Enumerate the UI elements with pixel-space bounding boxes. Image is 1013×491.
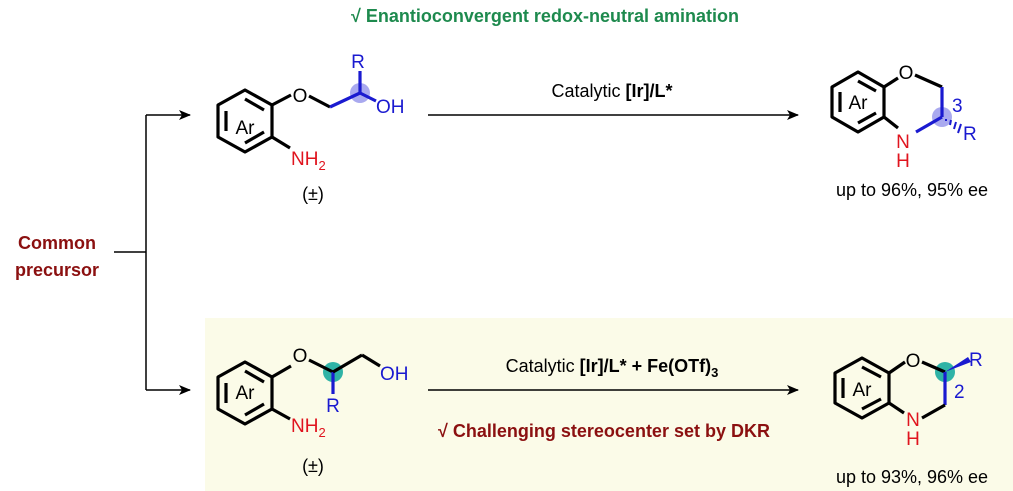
svg-text:(±): (±) xyxy=(302,184,324,204)
svg-text:O: O xyxy=(899,63,914,84)
svg-text:N: N xyxy=(896,132,910,153)
header-title: √ Enantioconvergent redox-neutral aminat… xyxy=(351,6,739,26)
svg-text:N: N xyxy=(906,410,920,431)
svg-text:R: R xyxy=(326,396,340,417)
bottom-reactant: Ar O R OH NH2 (±) xyxy=(216,346,409,476)
top-conditions: Catalytic [Ir]/L* xyxy=(551,81,672,101)
svg-text:O: O xyxy=(906,351,921,372)
svg-text:Ar: Ar xyxy=(853,380,873,401)
top-product: Ar O N H R 3 up to 96%, 95% ee xyxy=(830,63,988,200)
svg-text:2: 2 xyxy=(954,382,965,403)
svg-text:O: O xyxy=(293,346,308,367)
svg-text:Ar: Ar xyxy=(849,93,869,114)
precursor-line1: Common xyxy=(18,233,96,253)
svg-text:R: R xyxy=(351,52,365,73)
svg-text:R: R xyxy=(963,124,977,145)
svg-text:3: 3 xyxy=(952,96,963,117)
top-yield: up to 96%, 95% ee xyxy=(836,180,988,200)
svg-text:OH: OH xyxy=(380,364,409,385)
dkr-note: √ Challenging stereocenter set by DKR xyxy=(438,421,770,441)
highlight-panel xyxy=(205,318,1013,491)
svg-text:OH: OH xyxy=(376,97,405,118)
svg-text:H: H xyxy=(906,429,920,450)
svg-text:H: H xyxy=(896,151,910,172)
svg-text:NH2: NH2 xyxy=(291,149,326,173)
svg-text:NH2: NH2 xyxy=(291,416,326,440)
branch-arrows xyxy=(114,110,191,395)
bottom-yield: up to 93%, 96% ee xyxy=(836,467,988,487)
top-reactant: Ar O R OH NH2 (±) xyxy=(216,52,405,204)
svg-text:(±): (±) xyxy=(302,456,324,476)
svg-text:Ar: Ar xyxy=(236,383,256,404)
svg-text:O: O xyxy=(293,86,308,107)
bottom-conditions: Catalytic [Ir]/L* + Fe(OTf)3 xyxy=(506,356,719,380)
bottom-product: Ar O N H R 2 up to 93%, 96% ee xyxy=(833,350,988,487)
svg-text:R: R xyxy=(969,350,983,371)
precursor-line2: precursor xyxy=(15,260,99,280)
svg-text:Ar: Ar xyxy=(236,118,256,139)
